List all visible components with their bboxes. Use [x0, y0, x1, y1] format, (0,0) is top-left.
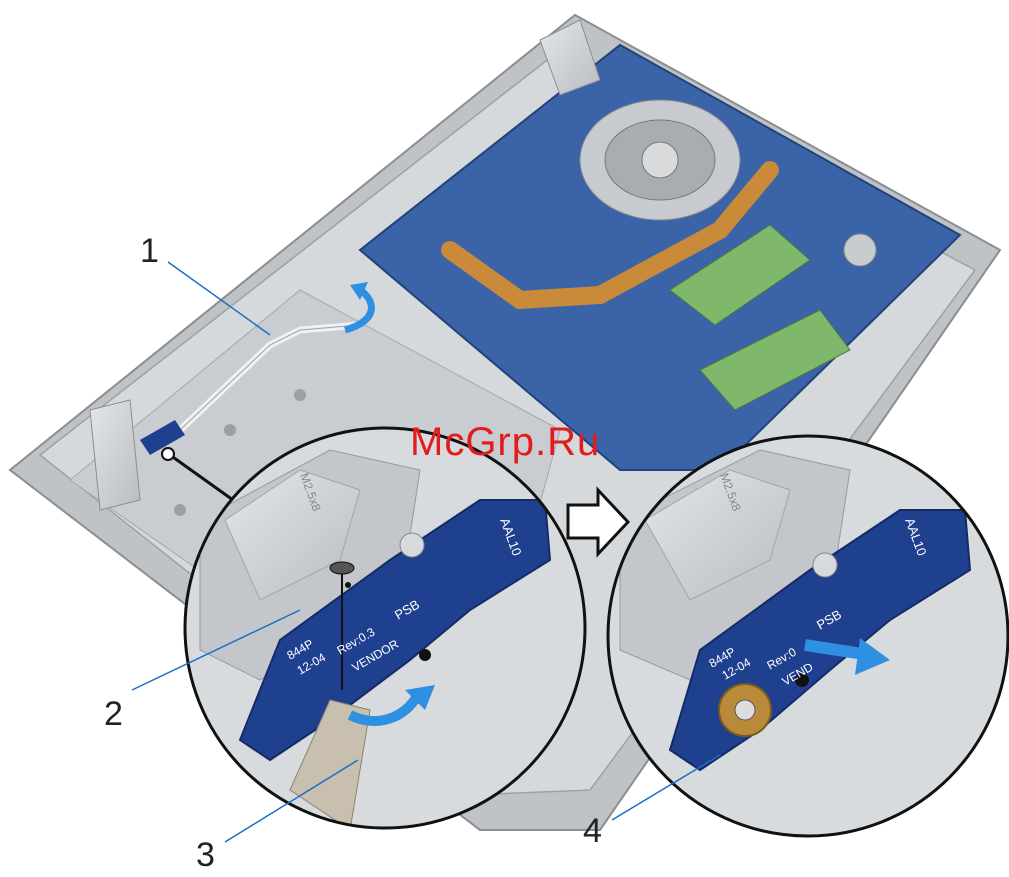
callout-1: 1 [140, 234, 159, 268]
watermark: McGrp.Ru [410, 420, 600, 465]
callout-4: 4 [583, 814, 602, 848]
callout-2: 2 [104, 697, 123, 731]
cooling-fan [580, 100, 740, 220]
callout-3: 3 [196, 838, 215, 872]
